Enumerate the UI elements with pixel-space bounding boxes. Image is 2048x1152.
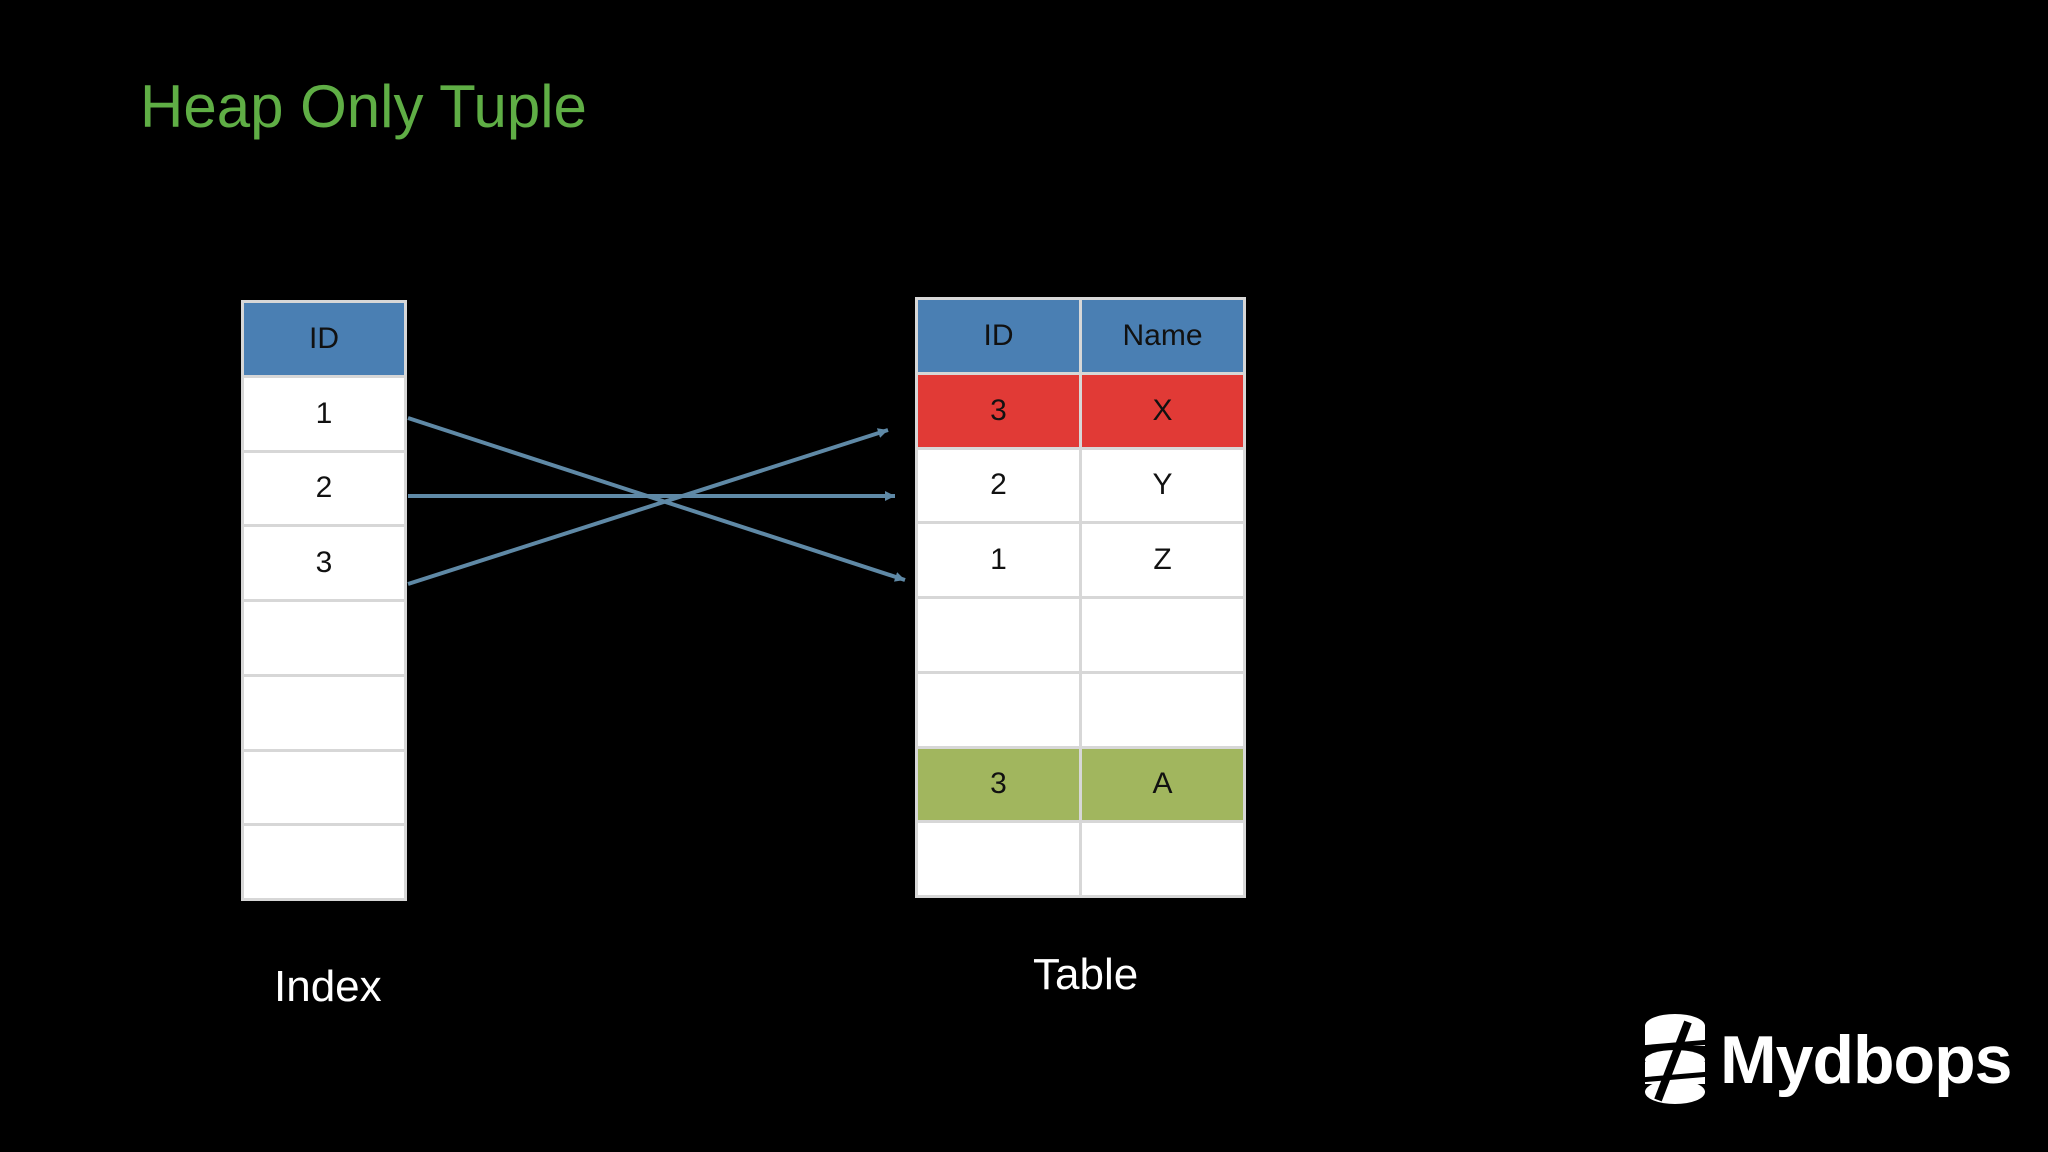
- index-row: [244, 602, 404, 674]
- arrow-index-1: [407, 416, 906, 582]
- table-cell-id-deleted: 3: [918, 374, 1079, 447]
- index-row: 2: [244, 452, 404, 525]
- index-row: [244, 826, 404, 898]
- slide-title: Heap Only Tuple: [140, 73, 587, 140]
- table-grid: ID Name 3 X 2 Y 1 Z 3 A: [915, 297, 1246, 898]
- table-cell-id: [918, 599, 1079, 671]
- table-header-id: ID: [918, 300, 1079, 372]
- table-cell-id-new: 3: [918, 748, 1079, 821]
- index-row: [244, 751, 404, 824]
- table-cell-name: [1082, 823, 1243, 895]
- index-caption: Index: [274, 962, 382, 1011]
- arrow-index-3: [407, 428, 889, 586]
- table-cell-name: [1082, 673, 1243, 746]
- index-header-id: ID: [244, 303, 404, 375]
- table-cell-id: [918, 673, 1079, 746]
- index-row: [244, 676, 404, 749]
- index-grid: ID 1 2 3: [241, 300, 407, 901]
- table-caption: Table: [1033, 950, 1139, 999]
- table-cell-name-new: A: [1082, 748, 1243, 821]
- table-cell-id: 1: [918, 524, 1079, 596]
- table-cell-name: [1082, 599, 1243, 671]
- table-cell-name: Z: [1082, 524, 1243, 596]
- index-row: 1: [244, 377, 404, 450]
- table-cell-name: Y: [1082, 449, 1243, 522]
- table-cell-id: [918, 823, 1079, 895]
- index-row: 3: [244, 527, 404, 599]
- logo-text: Mydbops: [1720, 1022, 2012, 1098]
- mydbops-logo-icon: [1640, 1014, 1710, 1104]
- table-header-name: Name: [1082, 300, 1243, 372]
- mydbops-logo: Mydbops: [1640, 1012, 2012, 1108]
- table-cell-name-deleted: X: [1082, 374, 1243, 447]
- table-cell-id: 2: [918, 449, 1079, 522]
